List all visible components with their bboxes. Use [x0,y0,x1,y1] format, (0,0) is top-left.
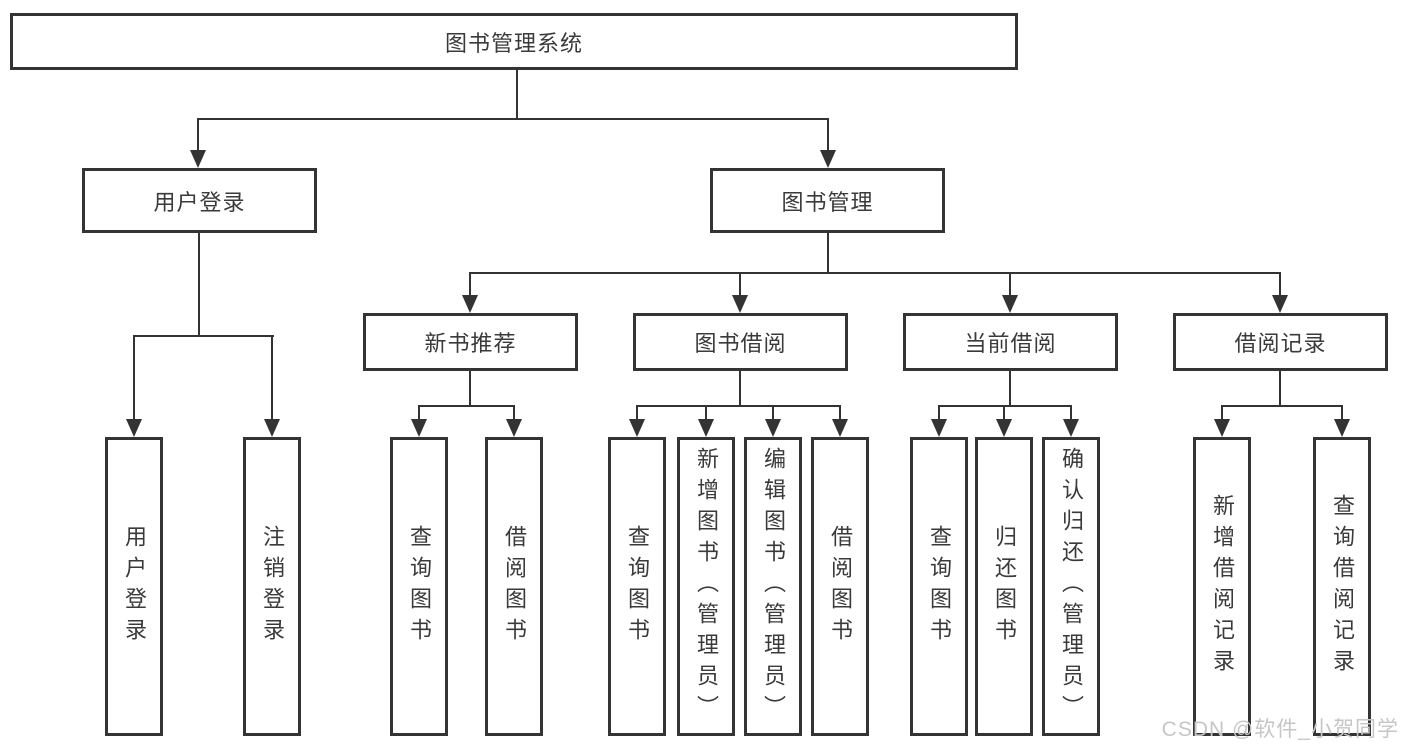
arrow-down-icon [264,419,280,437]
connector-line [516,70,518,118]
node-book-borrow: 图书借阅 [633,313,848,371]
connector-line [827,118,829,152]
watermark: CSDN @软件_小贺同学 [1161,718,1399,741]
leaf-recommend-query-book: 查询图书 [390,437,448,736]
connector-line [938,405,1072,407]
connector-line [1341,405,1343,421]
connector-line [513,405,515,421]
connector-line [938,405,940,421]
arrow-down-icon [411,419,427,437]
node-root: 图书管理系统 [10,13,1018,70]
connector-line [636,405,638,421]
arrow-down-icon [1063,419,1079,437]
leaf-user-login: 用户登录 [105,437,163,736]
arrow-down-icon [832,419,848,437]
arrow-down-icon [190,150,206,168]
connector-line [1009,272,1011,297]
leaf-borrow-edit-book-admin: 编辑图书（管理员） [744,437,802,736]
connector-line [1009,371,1011,405]
connector-line [636,405,841,407]
leaf-borrow-borrow-book: 借阅图书 [811,437,869,736]
leaf-current-return-book: 归还图书 [975,437,1033,736]
connector-line [1279,272,1281,297]
arrow-down-icon [732,295,748,313]
connector-line [1070,405,1072,421]
leaf-recommend-borrow-book: 借阅图书 [485,437,543,736]
leaf-record-add: 新增借阅记录 [1193,437,1251,736]
leaf-borrow-query-book: 查询图书 [608,437,666,736]
arrow-down-icon [1214,419,1230,437]
leaf-current-confirm-return-admin: 确认归还（管理员） [1042,437,1100,736]
connector-line [197,118,199,152]
connector-line [469,272,1281,274]
node-book-management: 图书管理 [710,168,945,233]
arrow-down-icon [462,295,478,313]
node-new-book-recommend: 新书推荐 [363,313,578,371]
connector-line [197,118,829,120]
connector-line [271,335,273,421]
connector-line [469,371,471,405]
arrow-down-icon [126,419,142,437]
connector-line [1279,371,1281,405]
connector-line [739,371,741,405]
arrow-down-icon [1272,295,1288,313]
arrow-down-icon [629,419,645,437]
arrow-down-icon [506,419,522,437]
connector-line [839,405,841,421]
arrow-down-icon [1334,419,1350,437]
connector-line [1003,405,1005,421]
connector-line [133,335,274,337]
connector-line [1221,405,1223,421]
connector-line [705,405,707,421]
connector-line [739,272,741,297]
node-current-borrow: 当前借阅 [903,313,1118,371]
arrow-down-icon [931,419,947,437]
node-borrow-record: 借阅记录 [1173,313,1388,371]
node-user-login: 用户登录 [82,168,317,233]
leaf-logout: 注销登录 [243,437,301,736]
leaf-record-query: 查询借阅记录 [1313,437,1371,736]
leaf-current-query-book: 查询图书 [910,437,968,736]
arrow-down-icon [1002,295,1018,313]
leaf-borrow-add-book-admin: 新增图书（管理员） [677,437,735,736]
connector-line [133,335,135,421]
connector-line [469,272,471,297]
arrow-down-icon [765,419,781,437]
connector-line [1221,405,1343,407]
connector-line [418,405,420,421]
connector-line [418,405,515,407]
connector-line [772,405,774,421]
arrow-down-icon [996,419,1012,437]
connector-line [198,233,200,335]
arrow-down-icon [698,419,714,437]
connector-line [827,233,829,272]
arrow-down-icon [820,150,836,168]
